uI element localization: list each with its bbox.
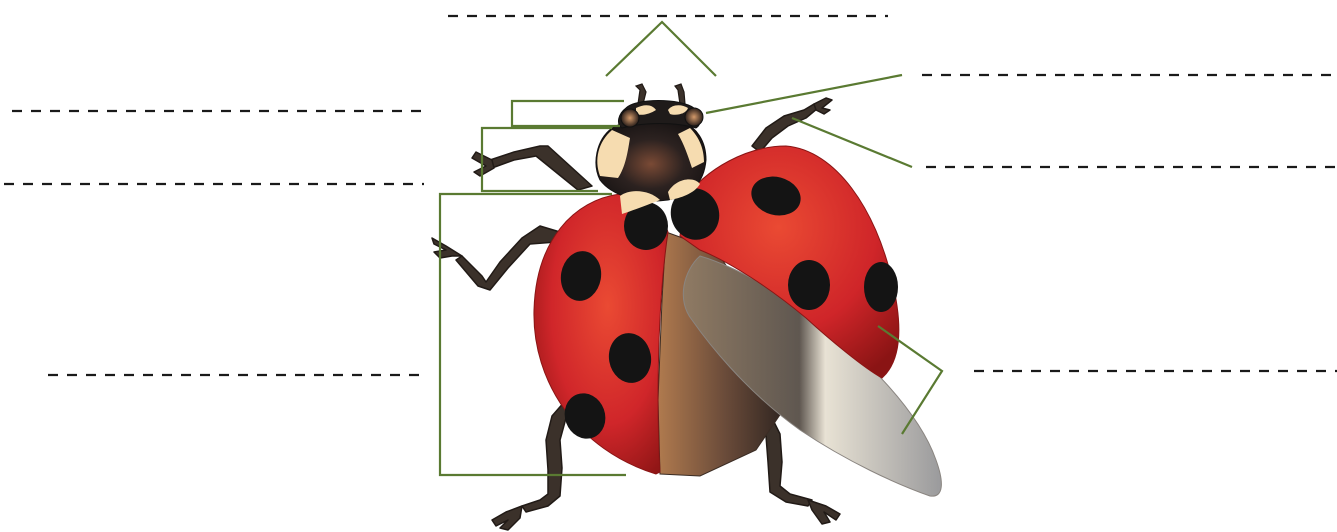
leader-antennae xyxy=(606,22,716,76)
tarsus-hind-left xyxy=(492,506,522,530)
tarsus-middle-left xyxy=(432,238,462,258)
leg-front-right xyxy=(752,104,818,152)
spot xyxy=(864,262,898,312)
leader-eyes xyxy=(706,75,902,113)
leg-front-left xyxy=(486,146,592,190)
leg-hind-left xyxy=(522,400,566,512)
eye-left xyxy=(621,109,639,127)
tarsus-front-right xyxy=(814,98,832,114)
leader-head xyxy=(512,101,624,126)
eye-right xyxy=(685,108,703,126)
antenna-right xyxy=(675,84,685,104)
spot xyxy=(788,260,830,310)
tarsus-hind-right xyxy=(808,500,840,524)
